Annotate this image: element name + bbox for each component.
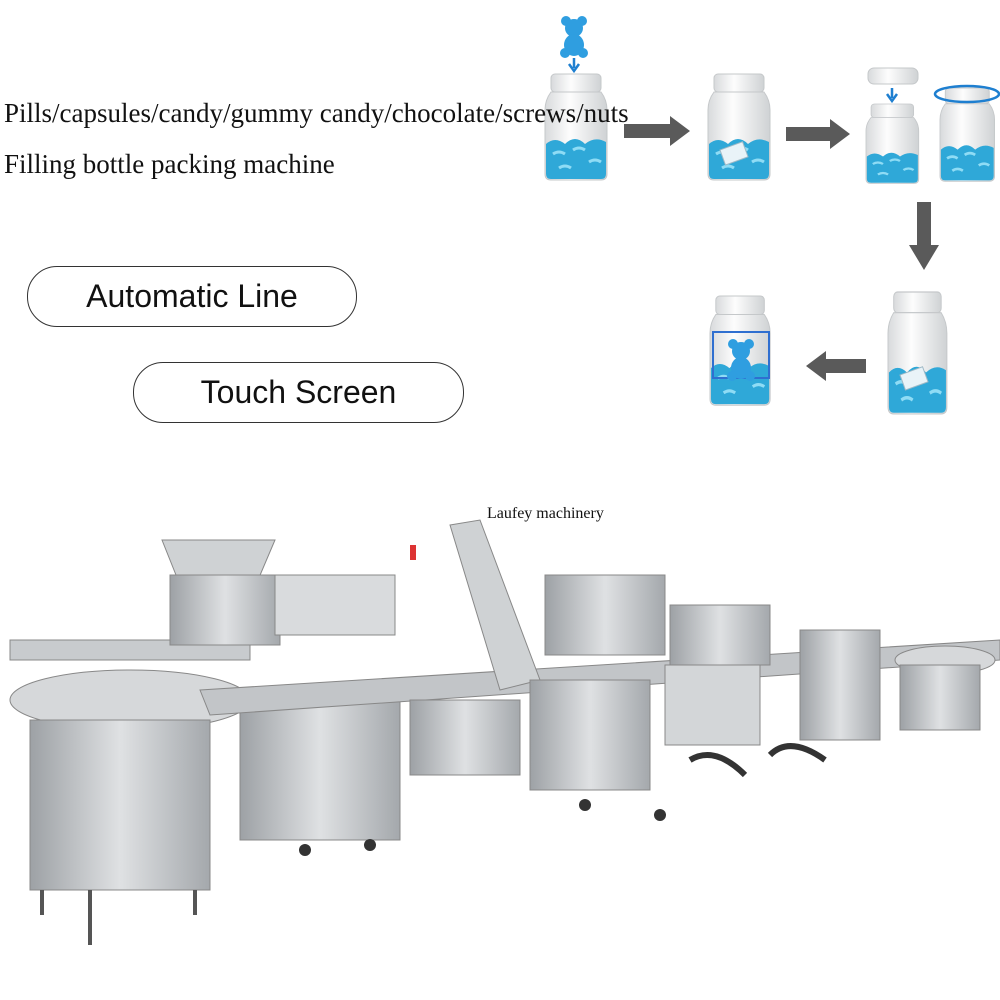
feature-badge-automatic-line: Automatic Line [27, 266, 357, 327]
production-line-machine [9, 519, 1000, 945]
arrow-left-icon [806, 351, 866, 381]
down-arrow-icon [885, 88, 899, 104]
bottle-icon [706, 72, 772, 182]
down-arrow-icon [567, 58, 581, 74]
arrow-right-icon [786, 119, 850, 149]
headline-products: Pills/capsules/candy/gummy candy/chocola… [4, 98, 629, 128]
feature-badge-touch-screen: Touch Screen [133, 362, 464, 423]
bottle-icon [864, 102, 920, 185]
brand-label: Laufey machinery [487, 505, 604, 522]
gummy-bear-icon [560, 16, 588, 58]
cap-icon [867, 67, 919, 85]
arrow-down-icon [909, 202, 939, 270]
rotate-icon [933, 84, 1000, 104]
process-diagram [543, 16, 1000, 416]
headline-machine: Filling bottle packing machine [4, 149, 335, 179]
arrow-right-icon [624, 116, 690, 146]
bottle-icon [886, 290, 949, 416]
